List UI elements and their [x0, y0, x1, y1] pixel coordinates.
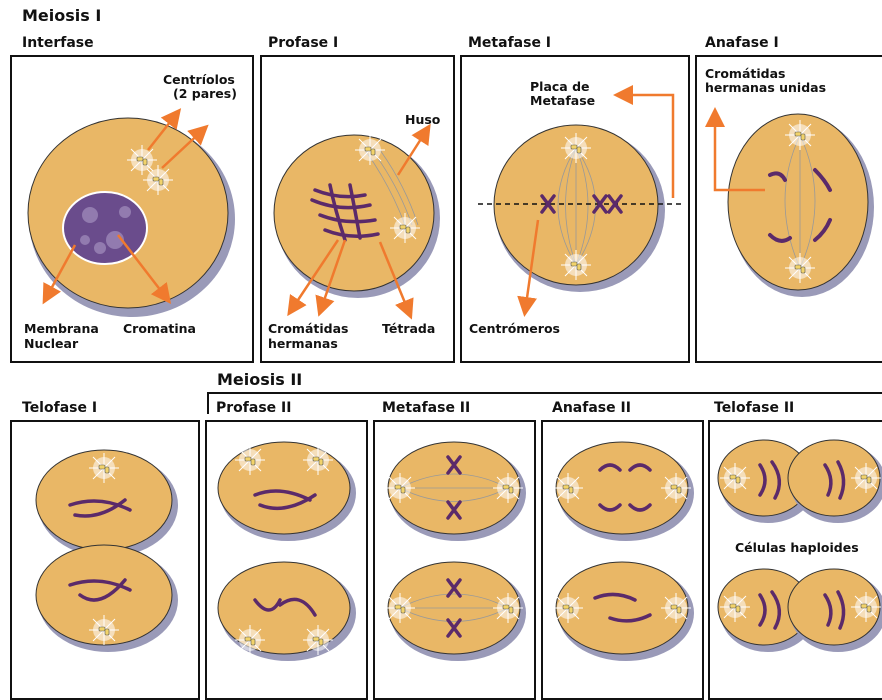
- label-membrana-1: Membrana: [24, 322, 99, 336]
- anafase-1-cell: [728, 114, 874, 297]
- label-tetrada: Tétrada: [382, 322, 435, 336]
- label-unidas-2: hermanas unidas: [705, 81, 826, 95]
- label-placa-1: Placa de: [530, 80, 590, 94]
- label-unidas-1: Cromátidas: [705, 67, 785, 81]
- interfase-cell: [28, 118, 235, 317]
- profase-1-cell: [274, 135, 440, 298]
- label-celulas-haploides: Células haploides: [735, 541, 859, 555]
- label-centriolos-1: Centríolos: [163, 73, 235, 87]
- anafase-2-cells: [553, 442, 694, 661]
- metafase-1-cell: [478, 125, 682, 292]
- profase-2-cells: [218, 442, 356, 661]
- label-centriolos-2: (2 pares): [173, 87, 237, 101]
- label-centromeros: Centrómeros: [469, 322, 560, 336]
- label-placa-2: Metafase: [530, 94, 595, 108]
- telofase-1-cell: [36, 450, 178, 652]
- label-cromatidas-1: Cromátidas: [268, 322, 348, 336]
- metafase-2-cells: [385, 442, 526, 661]
- label-huso: Huso: [405, 113, 440, 127]
- label-cromatidas-2: hermanas: [268, 337, 338, 351]
- label-cromatina: Cromatina: [123, 322, 196, 336]
- label-membrana-2: Nuclear: [24, 337, 78, 351]
